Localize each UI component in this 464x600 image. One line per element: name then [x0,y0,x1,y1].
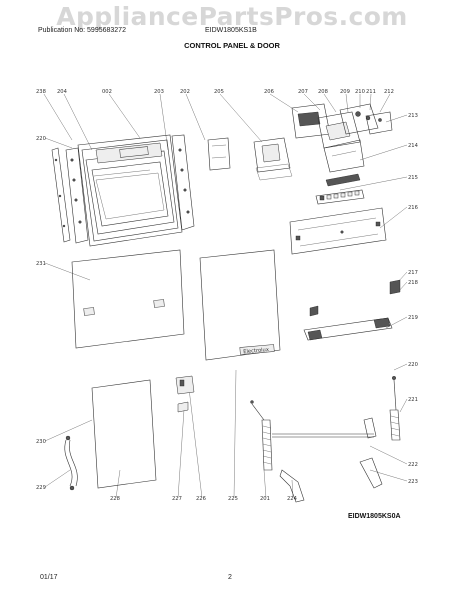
part-label[interactable]: 213 [408,113,418,119]
part-label[interactable]: 201 [260,496,270,502]
part-label[interactable]: 211 [366,89,376,95]
part-label[interactable]: 219 [408,315,418,321]
wire-harness [64,435,78,491]
part-label[interactable]: 206 [264,89,274,95]
door-insulation [91,379,157,489]
part-label[interactable]: 202 [180,89,190,95]
part-label[interactable]: 238 [36,89,46,95]
part-label[interactable]: 227 [172,496,182,502]
publication-number: Publication No: 5995683272 [38,27,126,34]
leader-lines [43,93,408,499]
part-label[interactable]: 223 [408,479,418,485]
outer-door-panel-left [71,249,185,349]
part-label[interactable]: 203 [154,89,164,95]
part-label[interactable]: 221 [408,397,418,403]
part-label[interactable]: 217 [408,270,418,276]
section-title: CONTROL PANEL & DOOR [184,41,280,50]
inner-door-frame [65,134,195,247]
part-label[interactable]: 229 [36,485,46,491]
control-board-206 [253,137,293,181]
part-label[interactable]: 216 [408,205,418,211]
part-label[interactable]: 207 [298,89,308,95]
brand-label: Electrolux [243,347,269,355]
model-number: EIDW1805KS1B [205,27,257,34]
part-label[interactable]: 222 [408,462,418,468]
part-label[interactable]: 214 [408,143,419,149]
part-label[interactable]: 209 [340,89,350,95]
button-strip-215 [315,189,365,205]
part-label[interactable]: 208 [318,89,328,95]
control-panel-216 [289,207,387,255]
part-label[interactable]: 220 [408,362,418,368]
part-label[interactable]: 205 [214,89,224,95]
part-label[interactable]: 212 [384,89,394,95]
hinge-spring-assembly [250,376,401,503]
part-label[interactable]: 204 [57,89,68,95]
part-label[interactable]: 215 [408,175,418,181]
part-label[interactable]: 231 [36,261,46,267]
part-label[interactable]: 225 [228,496,238,502]
part-label[interactable]: 228 [110,496,120,502]
part-label[interactable]: 230 [36,439,46,445]
page-number: 2 [228,574,232,581]
part-label[interactable]: 220 [36,136,46,142]
handle-trim-214 [325,173,361,187]
footer-date: 01/17 [40,574,58,581]
part-label[interactable]: 002 [102,89,112,95]
door-handle-219 [303,317,393,341]
part-label[interactable]: 224 [287,496,298,502]
door-clips [309,279,401,317]
front-door-panel: Electrolux [199,249,281,361]
part-label[interactable]: 226 [196,496,206,502]
part-label[interactable]: 218 [408,280,418,286]
door-latch [175,375,195,413]
reference-code: EIDW1805KS0A [348,513,401,520]
door-seal-strip [51,147,71,243]
control-cluster [291,103,393,173]
part-label[interactable]: 210 [355,89,365,95]
site-watermark: AppliancePartsPros.com [56,2,408,31]
control-module-205 [207,137,231,171]
part-number-labels: 238 204 002 203 202 205 206 207 208 209 … [36,89,419,502]
